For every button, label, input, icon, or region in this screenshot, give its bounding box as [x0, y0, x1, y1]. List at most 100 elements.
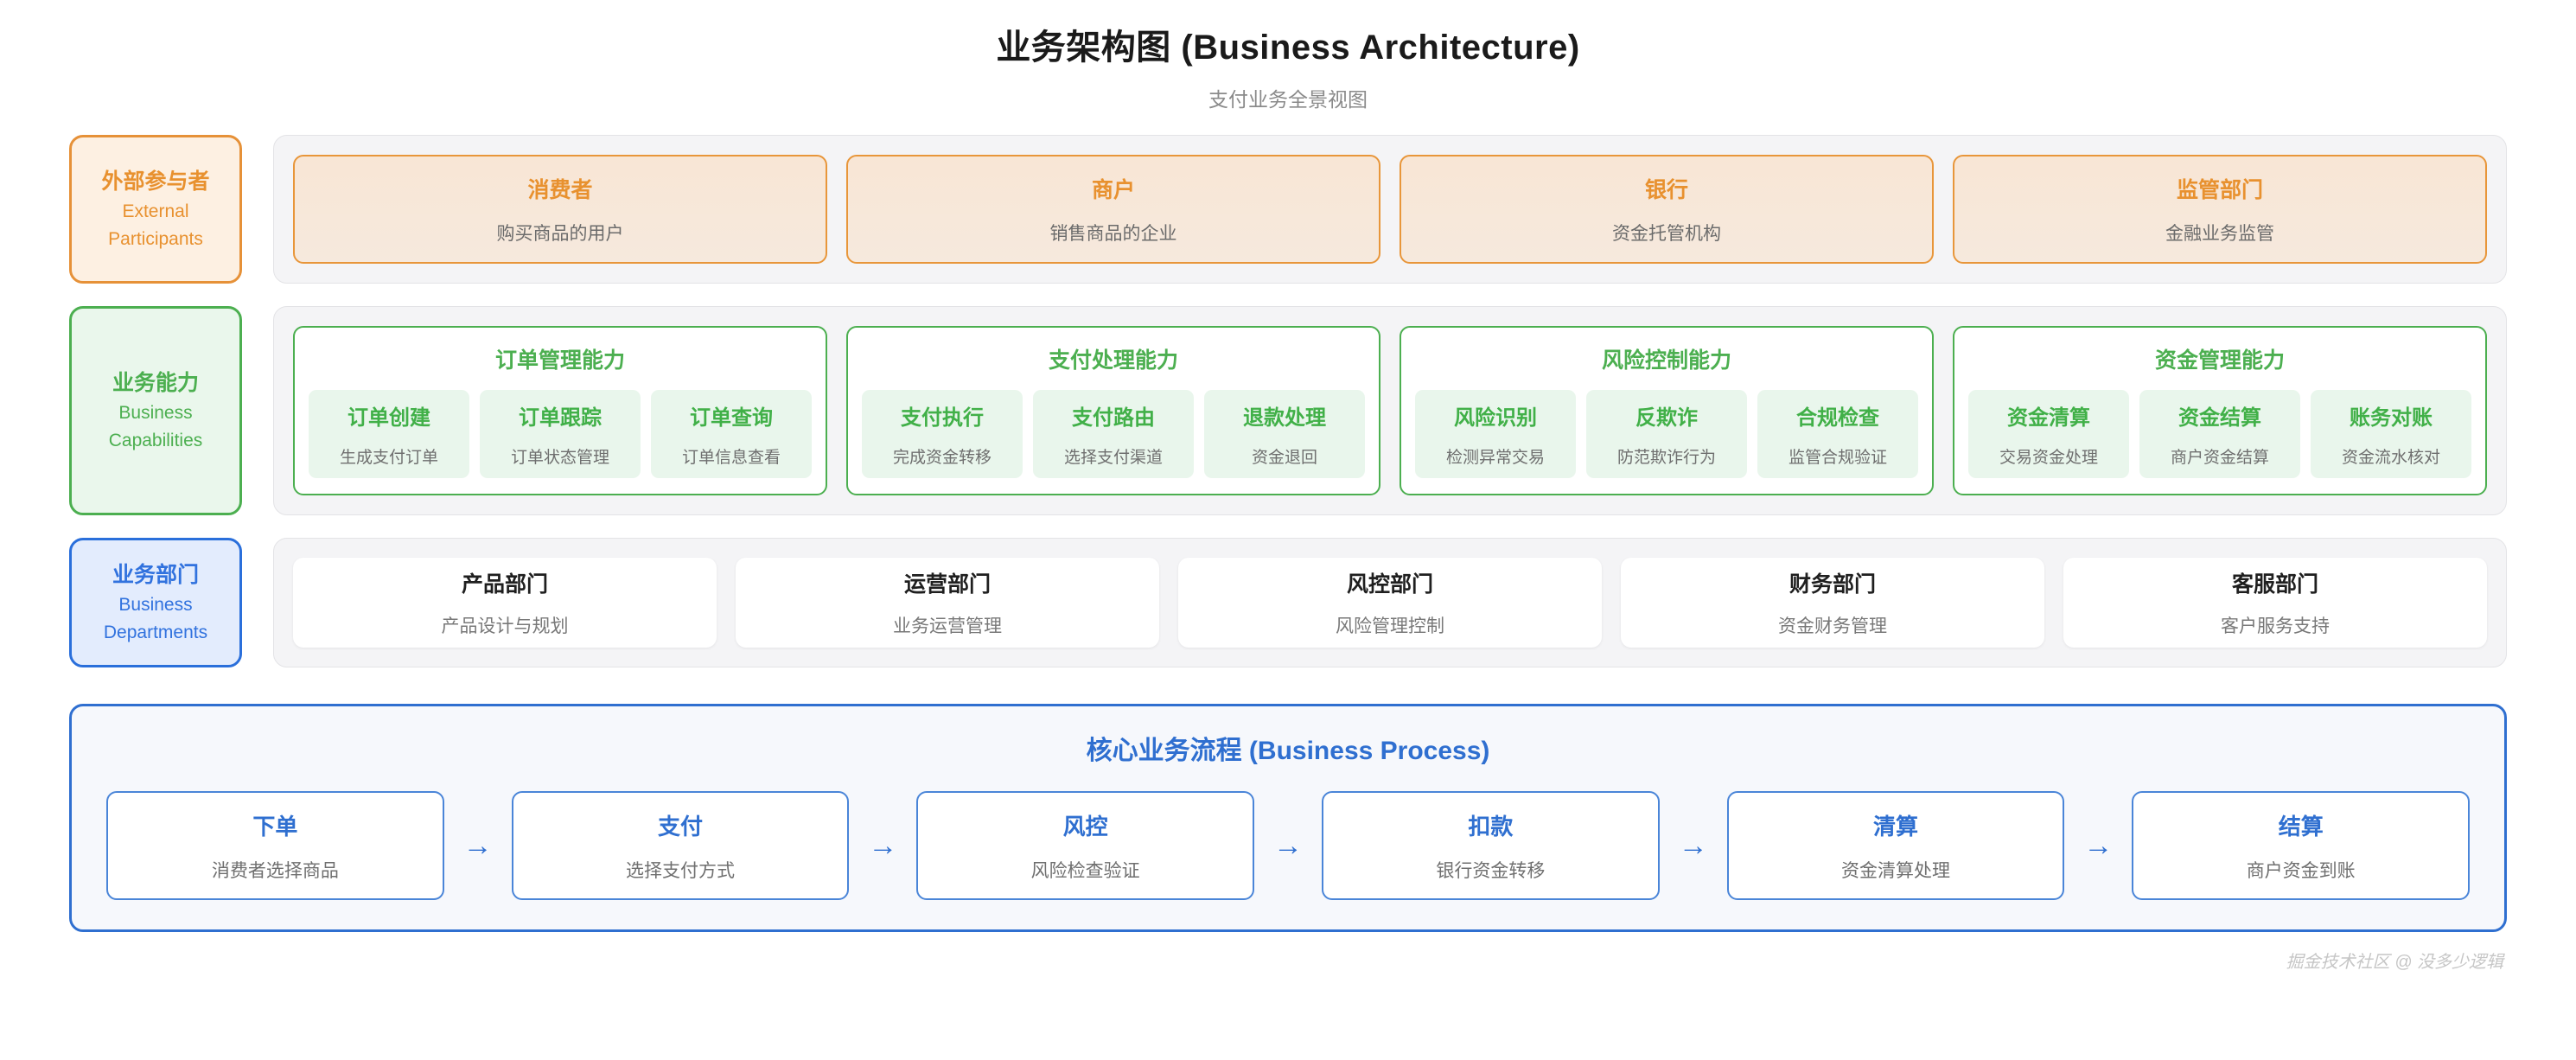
card-description: 金融业务监管	[2165, 224, 2274, 244]
card-title: 财务部门	[1789, 572, 1876, 597]
capability-description: 资金退回	[1251, 449, 1317, 467]
capability-item[interactable]: 订单创建 生成支付订单	[309, 390, 469, 478]
process-step-description: 银行资金转移	[1436, 860, 1546, 881]
department-card[interactable]: 客服部门 客户服务支持	[2063, 558, 2487, 648]
row-label-zh: 业务能力	[112, 371, 199, 396]
capability-description: 商户资金结算	[2170, 449, 2269, 467]
card-description: 客户服务支持	[2221, 616, 2330, 636]
capability-item-list: 资金清算 交易资金处理 资金结算 商户资金结算 账务对账 资金流水核对	[1968, 390, 2471, 478]
arrow-right-icon: →	[2083, 829, 2114, 862]
card-description: 资金财务管理	[1778, 616, 1887, 636]
business-process-flow: 下单 消费者选择商品 → 支付 选择支付方式 → 风控 风险检查验证 → 扣款 …	[106, 791, 2471, 900]
department-card[interactable]: 风控部门 风险管理控制	[1178, 558, 1602, 648]
process-step[interactable]: 扣款 银行资金转移	[1322, 791, 1660, 900]
process-step[interactable]: 清算 资金清算处理	[1726, 791, 2065, 900]
capability-item-list: 风险识别 检测异常交易 反欺诈 防范欺诈行为 合规检查 监管合规验证	[1415, 390, 1918, 478]
capability-group[interactable]: 资金管理能力 资金清算 交易资金处理 资金结算 商户资金结算 账务对账 资金流水…	[1953, 326, 2487, 495]
external-participant-card[interactable]: 商户 销售商品的企业	[846, 155, 1380, 264]
row-label-en-line1: Business	[118, 595, 193, 616]
card-description: 产品设计与规划	[441, 616, 569, 636]
capability-name: 资金结算	[2178, 406, 2261, 430]
process-step-name: 结算	[2278, 813, 2324, 840]
department-card[interactable]: 运营部门 业务运营管理	[736, 558, 1159, 648]
capability-item[interactable]: 合规检查 监管合规验证	[1757, 390, 1918, 478]
row-business-capabilities: 业务能力 Business Capabilities 订单管理能力 订单创建 生…	[69, 306, 2507, 515]
process-step-description: 资金清算处理	[1841, 860, 1951, 881]
capability-name: 退款处理	[1243, 406, 1326, 430]
business-process-title: 核心业务流程 (Business Process)	[1086, 737, 1490, 765]
process-step-description: 选择支付方式	[626, 860, 735, 881]
business-process-section: 核心业务流程 (Business Process) 下单 消费者选择商品 → 支…	[69, 704, 2507, 932]
capability-item[interactable]: 支付路由 选择支付渠道	[1033, 390, 1194, 478]
department-card[interactable]: 产品部门 产品设计与规划	[293, 558, 717, 648]
capability-name: 合规检查	[1796, 406, 1879, 430]
capability-item[interactable]: 支付执行 完成资金转移	[862, 390, 1023, 478]
capability-item-list: 支付执行 完成资金转移 支付路由 选择支付渠道 退款处理 资金退回	[862, 390, 1365, 478]
row-business-departments: 业务部门 Business Departments 产品部门 产品设计与规划 运…	[69, 538, 2507, 667]
capability-item[interactable]: 退款处理 资金退回	[1204, 390, 1365, 478]
process-step-name: 支付	[658, 813, 704, 840]
card-title: 产品部门	[461, 572, 548, 597]
page-subtitle: 支付业务全景视图	[1208, 88, 1368, 111]
page-title: 业务架构图 (Business Architecture)	[996, 29, 1580, 67]
capability-item[interactable]: 风险识别 检测异常交易	[1415, 390, 1576, 478]
row-label-en-line1: External	[122, 201, 189, 222]
process-step-name: 风控	[1062, 813, 1108, 840]
capability-name: 资金清算	[2007, 406, 2090, 430]
process-step-description: 消费者选择商品	[211, 860, 339, 881]
capability-name: 订单跟踪	[519, 406, 602, 430]
process-step[interactable]: 下单 消费者选择商品	[106, 791, 444, 900]
capability-group-title: 订单管理能力	[494, 348, 625, 373]
process-step[interactable]: 结算 商户资金到账	[2132, 791, 2471, 900]
row-label-en-line1: Business	[118, 403, 193, 424]
process-step-name: 扣款	[1468, 813, 1514, 840]
capability-group-title: 资金管理能力	[2154, 348, 2285, 373]
capability-group[interactable]: 订单管理能力 订单创建 生成支付订单 订单跟踪 订单状态管理 订单查询 订单信息…	[293, 326, 827, 495]
capability-item[interactable]: 账务对账 资金流水核对	[2311, 390, 2471, 478]
process-step-name: 下单	[252, 813, 298, 840]
capability-item[interactable]: 资金结算 商户资金结算	[2139, 390, 2300, 478]
card-title: 监管部门	[2176, 178, 2263, 202]
capability-group-title: 风险控制能力	[1601, 348, 1731, 373]
card-description: 风险管理控制	[1336, 616, 1444, 636]
row-body-business-capabilities: 订单管理能力 订单创建 生成支付订单 订单跟踪 订单状态管理 订单查询 订单信息…	[273, 306, 2507, 515]
external-participant-card[interactable]: 监管部门 金融业务监管	[1953, 155, 2487, 264]
card-description: 销售商品的企业	[1049, 224, 1177, 244]
card-description: 购买商品的用户	[496, 224, 624, 244]
capability-name: 风险识别	[1454, 406, 1537, 430]
footer-watermark: 掘金技术社区 @ 没多少逻辑	[2286, 953, 2503, 972]
process-step[interactable]: 支付 选择支付方式	[511, 791, 850, 900]
card-title: 银行	[1644, 178, 1688, 202]
row-label-en-line2: Capabilities	[108, 430, 203, 450]
capability-group[interactable]: 风险控制能力 风险识别 检测异常交易 反欺诈 防范欺诈行为 合规检查 监管合规验…	[1400, 326, 1934, 495]
process-step-description: 商户资金到账	[2246, 860, 2356, 881]
capability-name: 支付路由	[1072, 406, 1155, 430]
capability-name: 订单查询	[690, 406, 773, 430]
capability-group[interactable]: 支付处理能力 支付执行 完成资金转移 支付路由 选择支付渠道 退款处理 资金退回	[846, 326, 1380, 495]
row-label-external-participants: 外部参与者 External Participants	[69, 135, 242, 284]
process-step[interactable]: 风控 风险检查验证	[916, 791, 1255, 900]
capability-item[interactable]: 资金清算 交易资金处理	[1968, 390, 2129, 478]
department-card[interactable]: 财务部门 资金财务管理	[1621, 558, 2044, 648]
capability-description: 订单信息查看	[681, 449, 781, 467]
card-title: 风控部门	[1346, 572, 1433, 597]
process-step-description: 风险检查验证	[1030, 860, 1140, 881]
capability-description: 完成资金转移	[892, 449, 992, 467]
capability-description: 防范欺诈行为	[1616, 449, 1716, 467]
external-participant-card[interactable]: 银行 资金托管机构	[1400, 155, 1934, 264]
external-participant-card[interactable]: 消费者 购买商品的用户	[293, 155, 827, 264]
capability-group-title: 支付处理能力	[1048, 348, 1178, 373]
capability-item[interactable]: 订单跟踪 订单状态管理	[480, 390, 641, 478]
row-external-participants: 外部参与者 External Participants 消费者 购买商品的用户 …	[69, 135, 2507, 284]
capability-item[interactable]: 反欺诈 防范欺诈行为	[1586, 390, 1747, 478]
page-header: 业务架构图 (Business Architecture) 支付业务全景视图	[69, 0, 2507, 112]
capability-item[interactable]: 订单查询 订单信息查看	[651, 390, 812, 478]
card-title: 客服部门	[2231, 572, 2318, 597]
capability-item-list: 订单创建 生成支付订单 订单跟踪 订单状态管理 订单查询 订单信息查看	[309, 390, 812, 478]
row-body-business-departments: 产品部门 产品设计与规划 运营部门 业务运营管理 风控部门 风险管理控制 财务部…	[273, 538, 2507, 667]
capability-name: 反欺诈	[1636, 406, 1698, 430]
capability-description: 监管合规验证	[1788, 449, 1887, 467]
card-description: 业务运营管理	[893, 616, 1002, 636]
card-title: 商户	[1091, 178, 1135, 202]
